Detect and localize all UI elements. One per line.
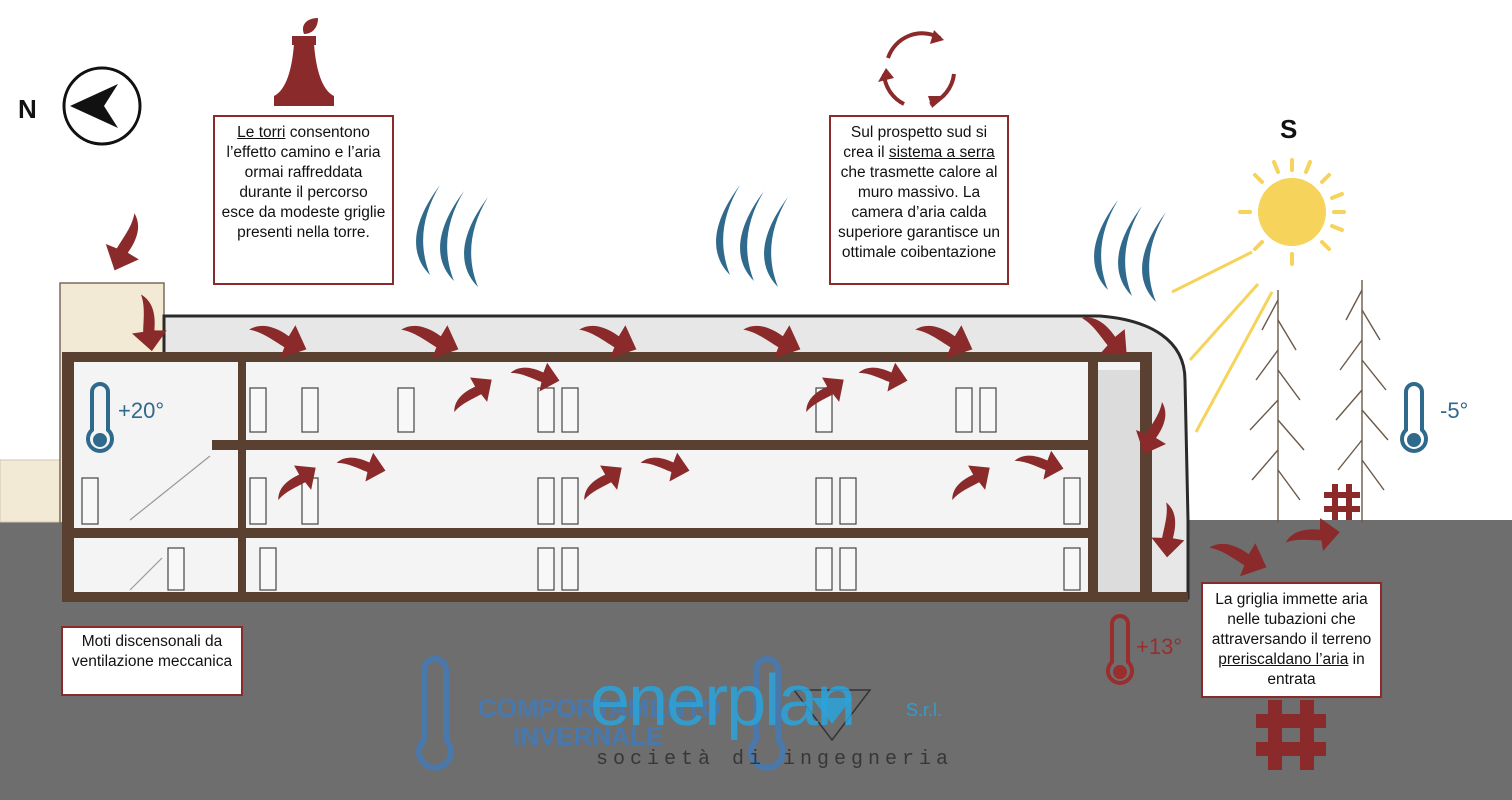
wall-inner-1 — [238, 352, 246, 602]
grille-icon — [1324, 484, 1360, 520]
mechanical-ventilation-note: Moti discensonali da ventilazione meccan… — [61, 626, 243, 696]
grille-large-icon — [1256, 700, 1326, 770]
massive-wall — [1140, 352, 1152, 602]
towers-note-emphasis: Le torri — [237, 124, 286, 141]
grille-note-text-pre: La griglia immette aria nelle tubazioni … — [1211, 591, 1372, 648]
watermark-title-line1: COMPORTAMENTO — [478, 693, 722, 723]
thermometer-ground-icon — [1106, 614, 1134, 685]
enerplan-logo-suffix: S.r.l. — [906, 700, 943, 720]
base-slab — [62, 592, 1188, 602]
ground-floor-slab — [62, 528, 1152, 538]
watermark-thermometer-icon — [416, 656, 454, 771]
compass-north-label: N — [18, 94, 37, 124]
wall-inner-2 — [1088, 352, 1098, 602]
ground-temperature: +13° — [1136, 634, 1183, 659]
enerplan-logo-text: enerplan — [590, 661, 856, 741]
recycle-icon — [878, 30, 956, 108]
wind-swirls — [416, 185, 1166, 302]
enerplan-seal-icon — [792, 689, 872, 742]
neighbour-building — [0, 459, 63, 523]
doors — [81, 387, 1081, 591]
compass-icon — [62, 66, 142, 146]
greenhouse-note-emphasis: sistema a serra — [888, 144, 995, 161]
grille-note-text: in entrata — [1267, 651, 1365, 688]
compass-south-label: S — [1280, 114, 1298, 144]
airflow-arrow — [105, 213, 139, 271]
watermark-thermometer-icon — [748, 656, 786, 771]
stair-core-right — [1098, 370, 1140, 592]
enerplan-tagline: società di ingegneria — [596, 748, 954, 771]
greenhouse-note-text-pre: Sul prospetto sud si crea il — [843, 124, 988, 161]
left-stair — [129, 455, 211, 591]
watermark-title-line2: INVERNALE — [512, 721, 664, 751]
tree-left — [1249, 290, 1305, 522]
greenhouse-note: Sul prospetto sud si crea il sistema a s… — [829, 115, 1009, 285]
thermometer-outside-icon — [1400, 382, 1428, 453]
watermark-title: COMPORTAMENTO INVERNALE — [478, 693, 722, 751]
greenhouse-note-text: che trasmette calore al muro massivo. La… — [838, 164, 1000, 261]
inside-temperature: +20° — [118, 398, 165, 423]
thermometer-inside-icon — [86, 382, 114, 453]
mechanical-note-text: Moti discensonali da ventilazione meccan… — [71, 633, 233, 670]
grille-note-emphasis: preriscaldano l’aria — [1218, 651, 1349, 668]
tree-right — [1335, 280, 1389, 522]
grille-note: La griglia immette aria nelle tubazioni … — [1201, 582, 1382, 698]
outside-temperature: -5° — [1440, 398, 1469, 423]
towers-note-text: consentono l’effetto camino e l’aria orm… — [221, 124, 386, 241]
wall-left — [62, 352, 74, 602]
sun-icon — [1171, 158, 1346, 433]
first-floor-slab — [212, 440, 1092, 450]
chimney-icon — [274, 18, 334, 106]
towers-note: Le torri consentono l’effetto camino e l… — [213, 115, 394, 285]
